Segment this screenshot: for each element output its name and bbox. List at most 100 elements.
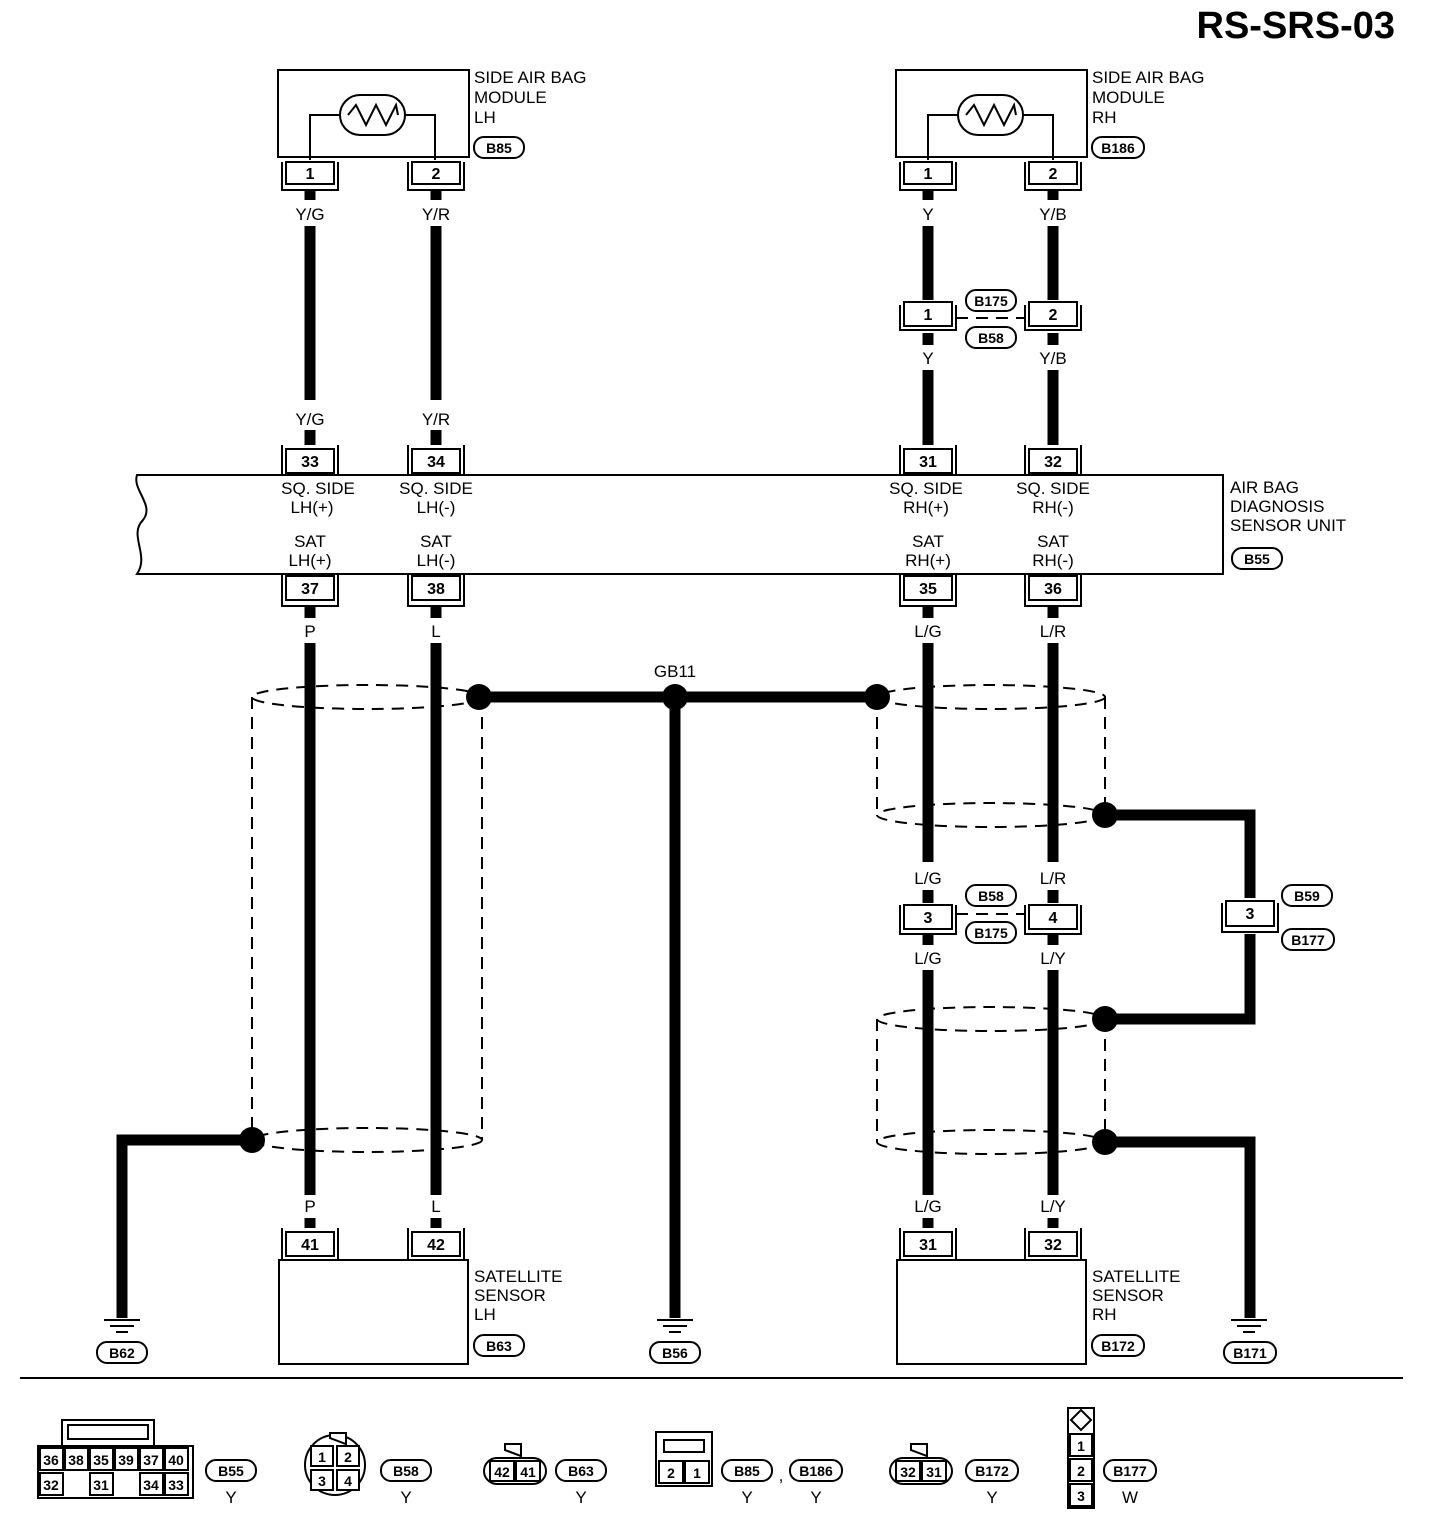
- legend-b58-pin: 4: [344, 1473, 352, 1489]
- module-rh-pin-2: 2: [1049, 166, 1058, 183]
- module-lh-label-3: LH: [474, 108, 496, 127]
- upper-wires: [304, 190, 1059, 445]
- ground-icon: B62: [96, 1319, 148, 1364]
- legend-separator: ,: [779, 1466, 784, 1485]
- sensor-lh-label-1: SATELLITE: [474, 1267, 563, 1286]
- module-rh-label-3: RH: [1092, 108, 1117, 127]
- legend-b186-color: Y: [810, 1488, 821, 1507]
- label-sq-side-rh-plus-1: SQ. SIDE: [889, 479, 963, 498]
- sensor-rh-pin-31: 31: [919, 1237, 937, 1254]
- legend-b55-pin: 33: [168, 1477, 184, 1493]
- module-lh-pin-1: 1: [306, 166, 315, 183]
- legend-b172-connector-face: 32 31 B172 Y: [889, 1443, 1019, 1507]
- legend-b85-id: B85: [734, 1463, 760, 1479]
- legend-b55-pin: 38: [68, 1452, 84, 1468]
- ground-id-b56: B56: [662, 1345, 688, 1361]
- legend-b58-pin: 3: [318, 1473, 326, 1489]
- unit-label-1: AIR BAG: [1230, 478, 1299, 497]
- legend-b58-id: B58: [393, 1463, 419, 1479]
- module-lh-pin-2: 2: [432, 166, 441, 183]
- side-airbag-module-lh: SIDE AIR BAG MODULE LH B85 1 2: [277, 68, 586, 191]
- unit-pin-38: 38: [427, 581, 445, 598]
- inline-upper-pin-right: 2: [1049, 307, 1058, 324]
- unit-pin-35: 35: [919, 581, 937, 598]
- unit-label-2: DIAGNOSIS: [1230, 497, 1324, 516]
- legend-b63-connector-face: 42 41 B63 Y: [483, 1443, 607, 1507]
- wire-label-y-top: Y: [922, 205, 933, 224]
- ground-icon: B171: [1223, 1319, 1277, 1364]
- module-lh-label-1: SIDE AIR BAG: [474, 68, 586, 87]
- legend-b177-pin: 2: [1077, 1463, 1085, 1479]
- airbag-diagnosis-sensor-unit: AIR BAG DIAGNOSIS SENSOR UNIT B55 33 34 …: [135, 445, 1346, 607]
- legend-b55-pin: 40: [168, 1452, 184, 1468]
- sensor-lh-label-3: LH: [474, 1305, 496, 1324]
- wire-label-lg-mid1: L/G: [914, 869, 941, 888]
- unit-pin-33: 33: [301, 454, 319, 471]
- legend-b177-id: B177: [1113, 1463, 1147, 1479]
- wire-label-p-bottom: P: [304, 1197, 315, 1216]
- wire-label-ly-bottom: L/Y: [1040, 1197, 1066, 1216]
- ground-icon: B56: [649, 1319, 701, 1364]
- legend-b55-pin: 32: [43, 1477, 59, 1493]
- label-sq-side-lh-plus-2: LH(+): [291, 498, 334, 517]
- inline-connector-shield: 3 B59 B177: [1221, 884, 1335, 951]
- wire-label-yr-bottom: Y/R: [422, 410, 450, 429]
- connector-id-b58-lower: B58: [978, 888, 1004, 904]
- wire-label-ly-mid: L/Y: [1040, 949, 1066, 968]
- legend-b63-id: B63: [568, 1463, 594, 1479]
- inline-lower-pin-left: 3: [924, 910, 933, 927]
- label-sat-lh-plus-1: SAT: [294, 532, 326, 551]
- legend-b177-connector-face: 1 2 3 B177 W: [1067, 1407, 1157, 1509]
- legend-b63-color: Y: [575, 1488, 586, 1507]
- diagram-title: RS-SRS-03: [1197, 5, 1396, 47]
- connector-id-b85: B85: [486, 140, 512, 156]
- unit-label-3: SENSOR UNIT: [1230, 516, 1346, 535]
- legend-b55-pin: 35: [93, 1452, 109, 1468]
- module-rh-pin-1: 1: [924, 166, 933, 183]
- sensor-rh-label-2: SENSOR: [1092, 1286, 1164, 1305]
- label-sq-side-rh-minus-1: SQ. SIDE: [1016, 479, 1090, 498]
- label-sq-side-rh-minus-2: RH(-): [1032, 498, 1074, 517]
- unit-pin-36: 36: [1044, 581, 1062, 598]
- module-rh-label-2: MODULE: [1092, 88, 1165, 107]
- inline-connector-lower: 3 4 B58 B175: [899, 884, 1082, 944]
- legend-b55-pin: 39: [118, 1452, 134, 1468]
- wire-label-yb-mid: Y/B: [1039, 349, 1066, 368]
- satellite-sensor-rh: 31 32 SATELLITE SENSOR RH B172: [896, 1228, 1181, 1365]
- sensor-rh-pin-32: 32: [1044, 1237, 1062, 1254]
- legend-b85-pin: 1: [693, 1465, 701, 1481]
- sensor-rh-label-1: SATELLITE: [1092, 1267, 1181, 1286]
- label-sat-lh-minus-2: LH(-): [417, 551, 456, 570]
- label-sat-rh-plus-1: SAT: [912, 532, 944, 551]
- satellite-sensor-lh: 41 42 SATELLITE SENSOR LH B63: [278, 1228, 563, 1365]
- wire-label-l-top: L: [431, 622, 440, 641]
- label-sat-rh-minus-1: SAT: [1037, 532, 1069, 551]
- label-sq-side-lh-plus-1: SQ. SIDE: [281, 479, 355, 498]
- connector-id-b55: B55: [1244, 551, 1270, 567]
- ground-id-b171: B171: [1233, 1345, 1267, 1361]
- legend-b58-pin: 1: [318, 1449, 326, 1465]
- connector-id-b59: B59: [1294, 888, 1320, 904]
- lower-lh-wires: [304, 606, 442, 1228]
- shield-lh: [239, 684, 492, 1153]
- wire-label-lr-mid: L/R: [1040, 869, 1066, 888]
- legend-b177-pin: 1: [1077, 1438, 1085, 1454]
- wire-label-y-mid: Y: [922, 349, 933, 368]
- unit-pin-32: 32: [1044, 454, 1062, 471]
- label-sq-side-lh-minus-1: SQ. SIDE: [399, 479, 473, 498]
- connector-id-b58-upper: B58: [978, 330, 1004, 346]
- inline-lower-pin-right: 4: [1049, 910, 1058, 927]
- label-sat-lh-minus-1: SAT: [420, 532, 452, 551]
- legend-b58-color: Y: [400, 1488, 411, 1507]
- wire-label-lr-top: L/R: [1040, 622, 1066, 641]
- legend-b55-connector-face: 36 38 35 39 37 40 32 31 34 33 B55 Y: [37, 1419, 257, 1507]
- wire-label-yg-top: Y/G: [295, 205, 324, 224]
- label-sq-side-rh-plus-2: RH(+): [903, 498, 949, 517]
- legend-b55-color: Y: [225, 1488, 236, 1507]
- connector-id-b177: B177: [1291, 932, 1325, 948]
- legend-b85-connector-face: 2 1 B85 , B186 Y Y: [655, 1431, 843, 1507]
- shield-rh-upper: [864, 684, 1118, 828]
- wire-label-lg-bottom: L/G: [914, 1197, 941, 1216]
- wire-label-l-bottom: L: [431, 1197, 440, 1216]
